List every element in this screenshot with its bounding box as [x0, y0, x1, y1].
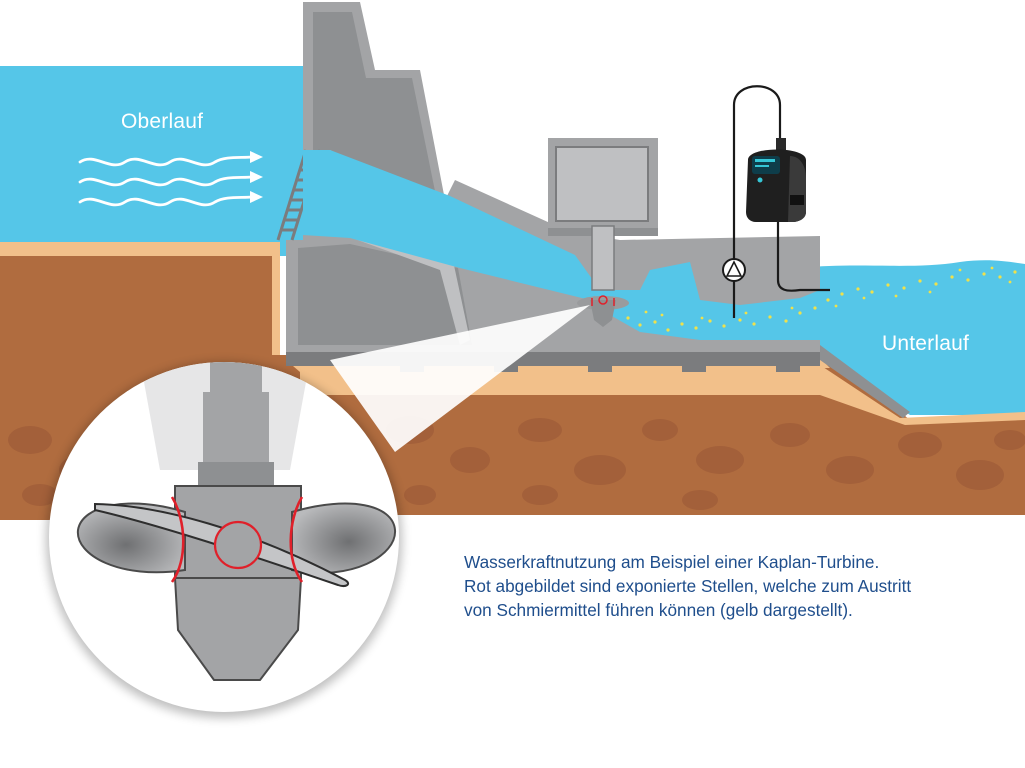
flow-arrow-icon — [78, 195, 254, 207]
upstream-label: Oberlauf — [121, 110, 204, 133]
outflow-channel — [590, 262, 820, 340]
flow-arrow-icon — [78, 155, 254, 167]
turbine-small — [577, 295, 629, 327]
zoom-beam — [330, 305, 590, 452]
downstream-label: Unterlauf — [882, 332, 970, 355]
flow-arrows — [78, 155, 254, 207]
leak-marker-right — [289, 496, 304, 583]
leak-marker-left — [170, 496, 185, 583]
caption-line: Rot abgebildet sind exponierte Stellen, … — [464, 576, 912, 596]
turbine-runner-icon — [76, 362, 397, 681]
flow-arrow-icon — [78, 175, 254, 187]
pump-symbol-icon — [722, 258, 746, 282]
generator-shaft — [591, 225, 615, 291]
oil-sensor-device-icon — [746, 138, 806, 222]
lubricant-trail — [626, 266, 1017, 332]
penstock-water — [303, 150, 600, 300]
caption-line: von Schmiermittel führen können (gelb da… — [464, 600, 853, 620]
caption: Wasserkraftnutzung am Beispiel einer Kap… — [464, 550, 1024, 622]
sensor-cable — [732, 85, 782, 318]
downstream-ramp — [820, 345, 910, 418]
caption-line: Wasserkraftnutzung am Beispiel einer Kap… — [464, 552, 880, 572]
upstream-water — [0, 66, 320, 256]
